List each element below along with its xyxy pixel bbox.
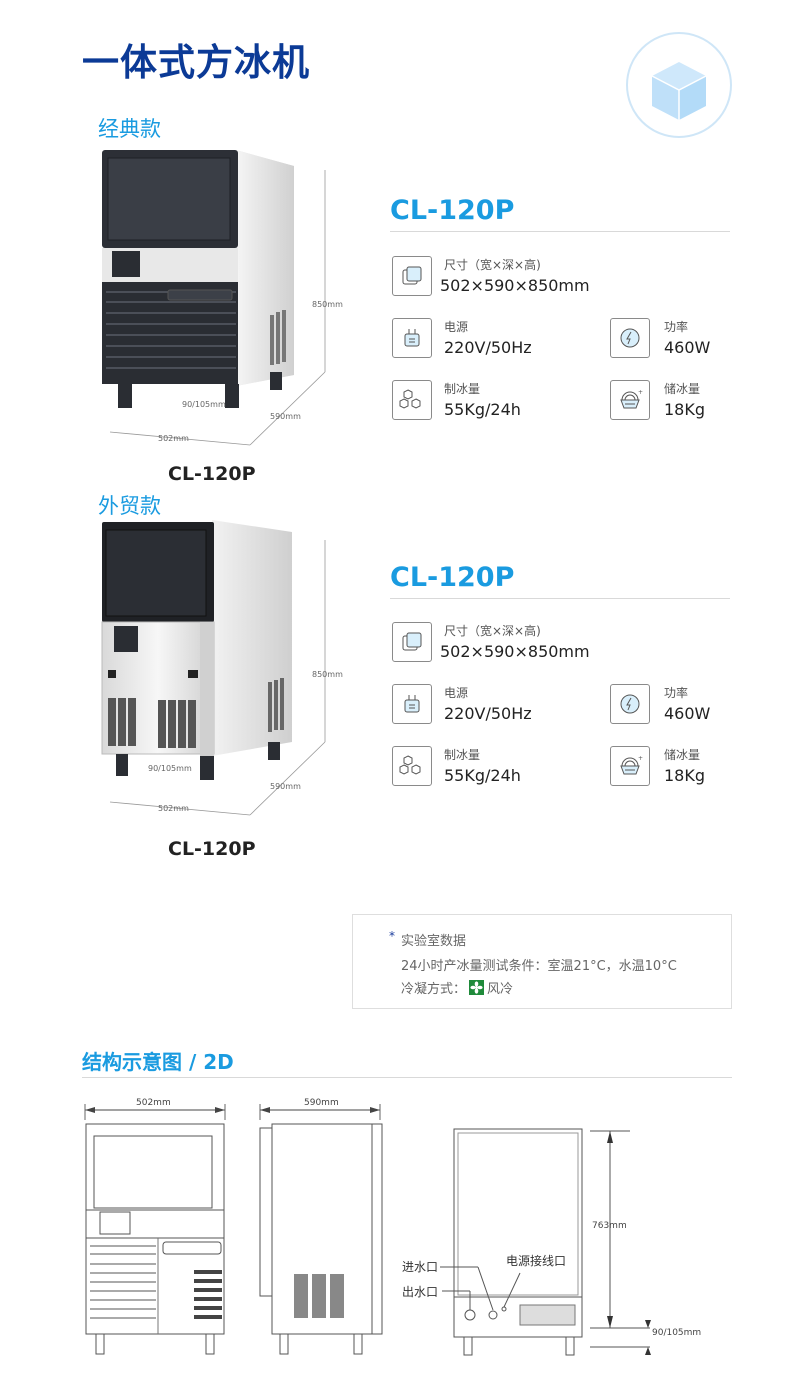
model-name-export: CL-120P bbox=[390, 562, 515, 593]
size-icon bbox=[392, 622, 432, 662]
size-label: 尺寸（宽×深×高) bbox=[444, 258, 541, 272]
svg-text:+: + bbox=[638, 755, 643, 762]
dim-depth: 590mm bbox=[270, 782, 301, 791]
divider bbox=[390, 231, 730, 232]
front-width-label: 502mm bbox=[136, 1098, 171, 1108]
storage-value: 18Kg bbox=[664, 766, 706, 785]
dim-leg: 90/105mm bbox=[148, 764, 192, 773]
power-source-label: 电源 bbox=[444, 320, 469, 334]
power-label: 功率 bbox=[664, 320, 689, 334]
power-source-value: 220V/50Hz bbox=[444, 704, 532, 723]
back-view-drawing: 763mm 90/105mm 进水口 出水口 电源接线口 bbox=[400, 1125, 730, 1365]
svg-text:+: + bbox=[638, 389, 643, 396]
fan-icon bbox=[469, 980, 485, 995]
asterisk: * bbox=[389, 929, 395, 943]
side-view-drawing: 590mm bbox=[256, 1098, 386, 1360]
condensing-value: 风冷 bbox=[487, 982, 514, 997]
ice-bin-icon: + bbox=[610, 380, 650, 420]
variant-label-classic: 经典款 bbox=[98, 117, 161, 141]
ice-machine-illustration bbox=[101, 520, 326, 816]
product-image-classic: 850mm 590mm 502mm 90/105mm bbox=[100, 150, 343, 450]
variant-label-export: 外贸款 bbox=[98, 494, 161, 518]
product-caption-classic: CL-120P bbox=[168, 463, 256, 485]
size-value: 502×590×850mm bbox=[440, 276, 590, 295]
power-value: 460W bbox=[664, 338, 711, 357]
water-inlet-label: 进水口 bbox=[402, 1260, 439, 1274]
ice-cubes-icon bbox=[392, 746, 432, 786]
divider bbox=[390, 598, 730, 599]
ice-cube-badge bbox=[626, 32, 732, 138]
model-name-classic: CL-120P bbox=[390, 195, 515, 226]
lightning-icon bbox=[610, 684, 650, 724]
power-source-label: 电源 bbox=[444, 686, 469, 700]
side-depth-label: 590mm bbox=[304, 1098, 339, 1108]
dim-width: 502mm bbox=[158, 804, 189, 813]
dim-depth: 590mm bbox=[270, 412, 301, 421]
ice-output-label: 制冰量 bbox=[444, 382, 481, 396]
power-value: 460W bbox=[664, 704, 711, 723]
plug-icon bbox=[392, 318, 432, 358]
ice-output-value: 55Kg/24h bbox=[444, 400, 521, 419]
size-value: 502×590×850mm bbox=[440, 642, 590, 661]
ice-machine-illustration bbox=[102, 150, 326, 446]
size-label: 尺寸（宽×深×高) bbox=[444, 624, 541, 638]
water-outlet-label: 出水口 bbox=[402, 1285, 439, 1299]
ice-bin-icon: + bbox=[610, 746, 650, 786]
storage-value: 18Kg bbox=[664, 400, 706, 419]
structure-title: 结构示意图 / 2D bbox=[82, 1050, 234, 1074]
power-label: 功率 bbox=[664, 686, 689, 700]
back-height-label: 763mm bbox=[592, 1221, 627, 1231]
dim-width: 502mm bbox=[158, 434, 189, 443]
ice-output-label: 制冰量 bbox=[444, 748, 481, 762]
ice-output-value: 55Kg/24h bbox=[444, 766, 521, 785]
dim-height: 850mm bbox=[312, 670, 343, 679]
power-source-value: 220V/50Hz bbox=[444, 338, 532, 357]
lab-data-note: * 实验室数据 24小时产冰量测试条件：室温21°C，水温10°C 冷凝方式： … bbox=[352, 914, 732, 1009]
size-icon bbox=[392, 256, 432, 296]
storage-label: 储冰量 bbox=[664, 382, 701, 396]
product-image-export: 850mm 590mm 502mm 90/105mm bbox=[100, 520, 343, 820]
plug-icon bbox=[392, 684, 432, 724]
divider bbox=[82, 1077, 732, 1078]
leg-height-label: 90/105mm bbox=[652, 1328, 702, 1338]
front-view-drawing: 502mm bbox=[80, 1098, 230, 1360]
note-test-conditions: 24小时产冰量测试条件：室温21°C，水温10°C bbox=[401, 959, 677, 974]
dim-height: 850mm bbox=[312, 300, 343, 309]
product-caption-export: CL-120P bbox=[168, 838, 256, 860]
spec-grid-classic: 尺寸（宽×深×高) 502×590×850mm 电源 220V/50Hz 功率 … bbox=[392, 256, 732, 426]
note-condensing: 冷凝方式： 风冷 bbox=[401, 978, 513, 997]
spec-grid-export: 尺寸（宽×深×高) 502×590×850mm 电源 220V/50Hz 功率 … bbox=[392, 622, 732, 792]
power-port-label: 电源接线口 bbox=[506, 1254, 567, 1268]
ice-cubes-icon bbox=[392, 380, 432, 420]
dim-leg: 90/105mm bbox=[182, 400, 226, 409]
lightning-icon bbox=[610, 318, 650, 358]
condensing-label: 冷凝方式： bbox=[401, 982, 467, 997]
ice-cube-icon bbox=[651, 62, 707, 120]
page-title: 一体式方冰机 bbox=[82, 41, 310, 84]
storage-label: 储冰量 bbox=[664, 748, 701, 762]
note-title: 实验室数据 bbox=[401, 934, 467, 949]
